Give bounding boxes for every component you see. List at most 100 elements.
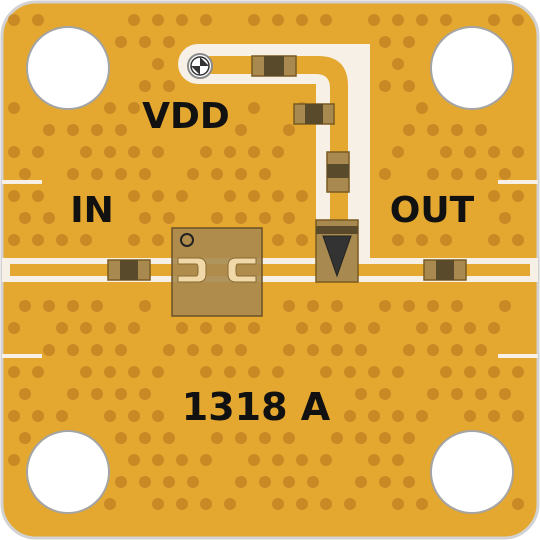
- via: [91, 344, 103, 356]
- via: [32, 366, 44, 378]
- via: [235, 168, 247, 180]
- via: [152, 14, 164, 26]
- via: [379, 36, 391, 48]
- mounting-hole-bottom-right: [430, 430, 514, 514]
- via: [139, 36, 151, 48]
- via: [499, 388, 511, 400]
- via: [296, 498, 308, 510]
- via: [440, 366, 452, 378]
- via: [19, 212, 31, 224]
- via: [176, 14, 188, 26]
- via: [307, 344, 319, 356]
- via: [427, 344, 439, 356]
- via: [379, 388, 391, 400]
- via: [379, 432, 391, 444]
- via: [8, 366, 20, 378]
- via: [427, 388, 439, 400]
- via: [139, 476, 151, 488]
- via: [224, 190, 236, 202]
- via: [139, 300, 151, 312]
- diode: [315, 219, 359, 283]
- via: [128, 366, 140, 378]
- via: [464, 322, 476, 334]
- via: [19, 432, 31, 444]
- edge-notches: [2, 180, 538, 358]
- via: [176, 190, 188, 202]
- via: [272, 454, 284, 466]
- via: [200, 14, 212, 26]
- via: [128, 14, 140, 26]
- via: [139, 212, 151, 224]
- via: [128, 322, 140, 334]
- mounting-hole-top-right: [430, 26, 514, 110]
- via: [259, 212, 271, 224]
- via: [176, 454, 188, 466]
- via: [139, 168, 151, 180]
- via: [499, 300, 511, 312]
- via: [283, 124, 295, 136]
- via: [32, 410, 44, 422]
- via: [152, 58, 164, 70]
- via: [403, 300, 415, 312]
- via: [368, 14, 380, 26]
- via: [91, 168, 103, 180]
- via: [451, 124, 463, 136]
- via: [139, 432, 151, 444]
- mounting-hole-bottom-left: [26, 430, 110, 514]
- via: [56, 322, 68, 334]
- capacitor-c2: [293, 103, 335, 125]
- via: [19, 300, 31, 312]
- via: [104, 102, 116, 114]
- via: [320, 14, 332, 26]
- via: [235, 432, 247, 444]
- via: [248, 322, 260, 334]
- capacitor-c1: [251, 55, 297, 77]
- via: [200, 498, 212, 510]
- via: [32, 190, 44, 202]
- via: [392, 366, 404, 378]
- via: [152, 190, 164, 202]
- via: [379, 168, 391, 180]
- via: [248, 190, 260, 202]
- via: [355, 344, 367, 356]
- via: [32, 234, 44, 246]
- via: [67, 168, 79, 180]
- via: [368, 454, 380, 466]
- via: [80, 366, 92, 378]
- via: [8, 410, 20, 422]
- via: [296, 234, 308, 246]
- via: [67, 344, 79, 356]
- via: [176, 322, 188, 334]
- edge-notch: [498, 180, 538, 184]
- via: [320, 498, 332, 510]
- via: [283, 300, 295, 312]
- via: [475, 388, 487, 400]
- via: [259, 432, 271, 444]
- via: [19, 388, 31, 400]
- via: [403, 36, 415, 48]
- via: [163, 476, 175, 488]
- via: [379, 80, 391, 92]
- via: [128, 454, 140, 466]
- via: [512, 146, 524, 158]
- via: [8, 146, 20, 158]
- edge-notch: [2, 180, 42, 184]
- via: [296, 14, 308, 26]
- via: [355, 476, 367, 488]
- via: [427, 168, 439, 180]
- via: [115, 432, 127, 444]
- via: [307, 300, 319, 312]
- via: [8, 322, 20, 334]
- via: [8, 190, 20, 202]
- via: [355, 432, 367, 444]
- via: [187, 344, 199, 356]
- via: [32, 14, 44, 26]
- via: [416, 410, 428, 422]
- via: [416, 14, 428, 26]
- via: [56, 234, 68, 246]
- via: [464, 410, 476, 422]
- edge-notch: [2, 354, 42, 358]
- via: [368, 410, 380, 422]
- via: [488, 322, 500, 334]
